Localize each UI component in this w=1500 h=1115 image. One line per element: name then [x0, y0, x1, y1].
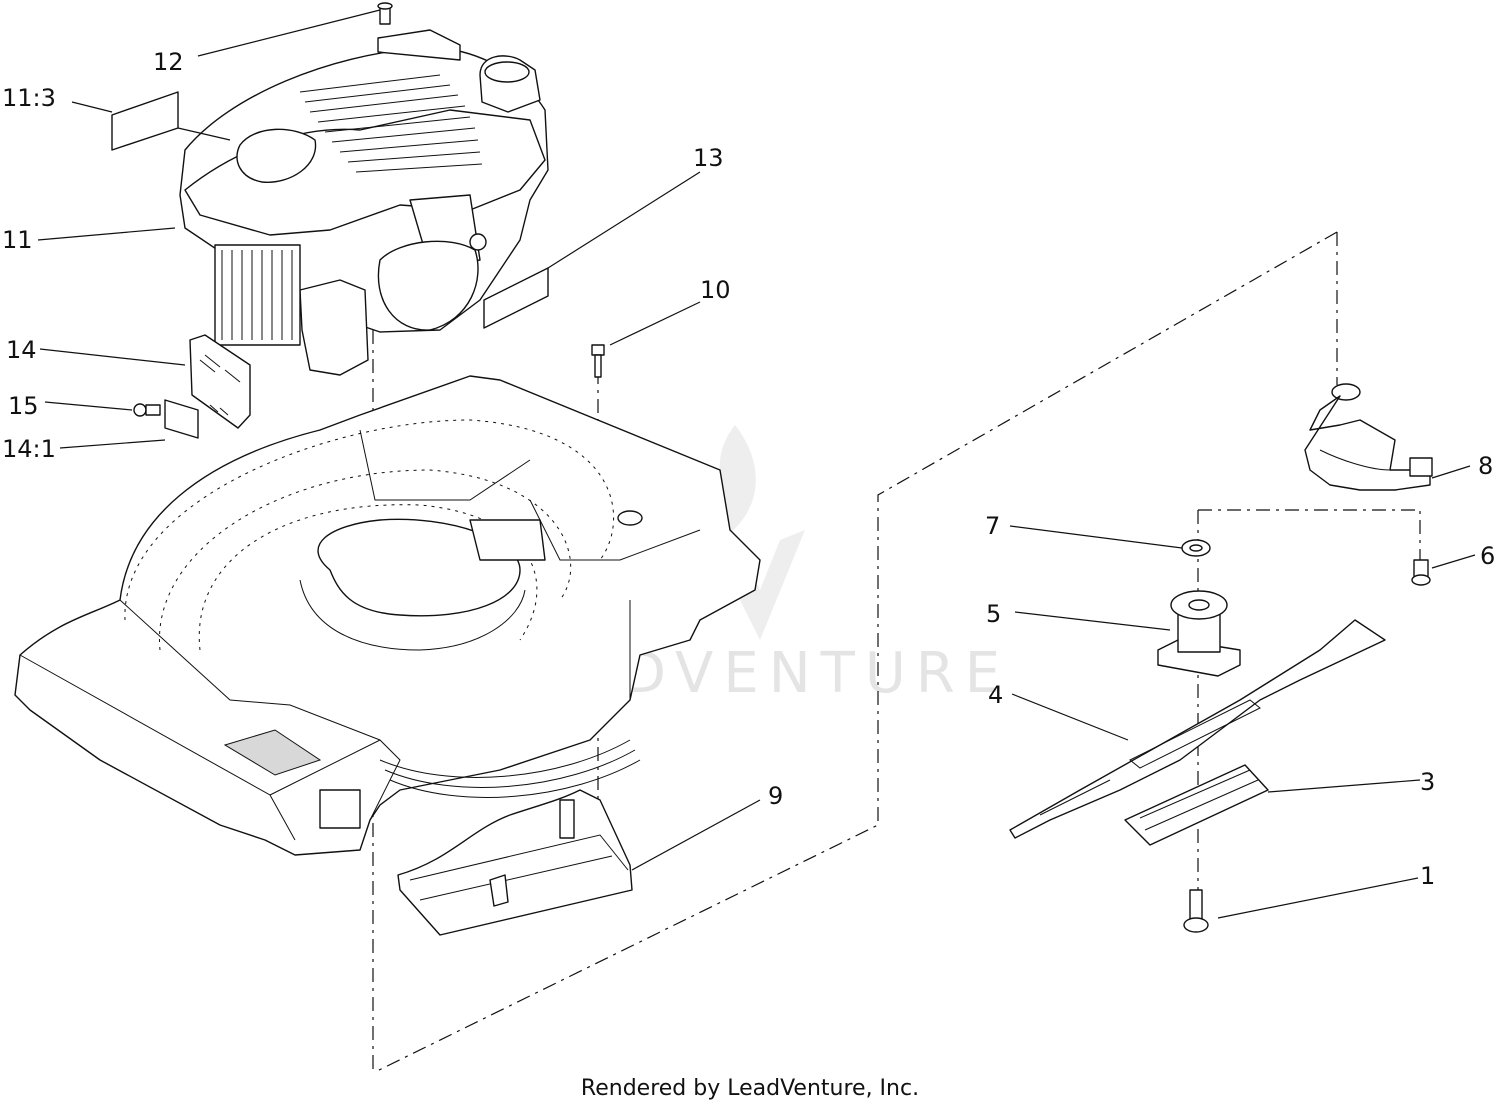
callout-6: 6: [1480, 542, 1495, 570]
callout-8: 8: [1478, 452, 1493, 480]
callout-13: 13: [693, 144, 724, 172]
callout-12: 12: [153, 48, 184, 76]
blade-stiffener-part: [1124, 764, 1269, 846]
decal-11-3-part: [111, 91, 179, 151]
washer-part: [1181, 539, 1211, 557]
callout-9: 9: [768, 782, 783, 810]
blade-adapter-part: [1157, 590, 1241, 677]
callout-4: 4: [988, 681, 1003, 709]
engine-cylinder-fins: [221, 250, 293, 340]
render-credit-text: Rendered by LeadVenture, Inc.: [580, 1076, 920, 1101]
callout-5: 5: [986, 600, 1001, 628]
callout-3: 3: [1420, 768, 1435, 796]
callout-10: 10: [700, 276, 731, 304]
decal-13-part: [483, 267, 549, 329]
shield-screw-part: [133, 403, 161, 417]
decal-14-1-part: [164, 399, 199, 439]
drive-bracket-part: [1304, 383, 1433, 491]
engine-part: [179, 29, 549, 376]
render-credit-footer: Rendered by LeadVenture, Inc.: [0, 1076, 1500, 1101]
mower-deck-housing-part: [14, 375, 761, 856]
deck-bolt-part: [591, 344, 605, 378]
callout-14-1: 14:1: [2, 435, 56, 463]
callout-11-3: 11:3: [2, 84, 56, 112]
bracket-bolt-part: [1411, 559, 1431, 586]
callout-11: 11: [2, 226, 33, 254]
deck-baffle-part: [397, 789, 633, 936]
shield-bracket-part: [189, 334, 251, 429]
leader-lines: [37, 9, 1476, 919]
callout-labels: 12 11:3 13 11 10 14 15 14:1 8 7 6 5 4 3 …: [2, 48, 1495, 890]
engine-cooling-fins: [299, 74, 483, 173]
blade-bolt-part: [1183, 889, 1209, 933]
engine-mount-bolt-part: [377, 2, 393, 25]
callout-15: 15: [8, 392, 39, 420]
callout-14: 14: [6, 336, 37, 364]
mower-blade-part: [1009, 619, 1386, 839]
callout-7: 7: [985, 512, 1000, 540]
callout-1: 1: [1420, 862, 1435, 890]
